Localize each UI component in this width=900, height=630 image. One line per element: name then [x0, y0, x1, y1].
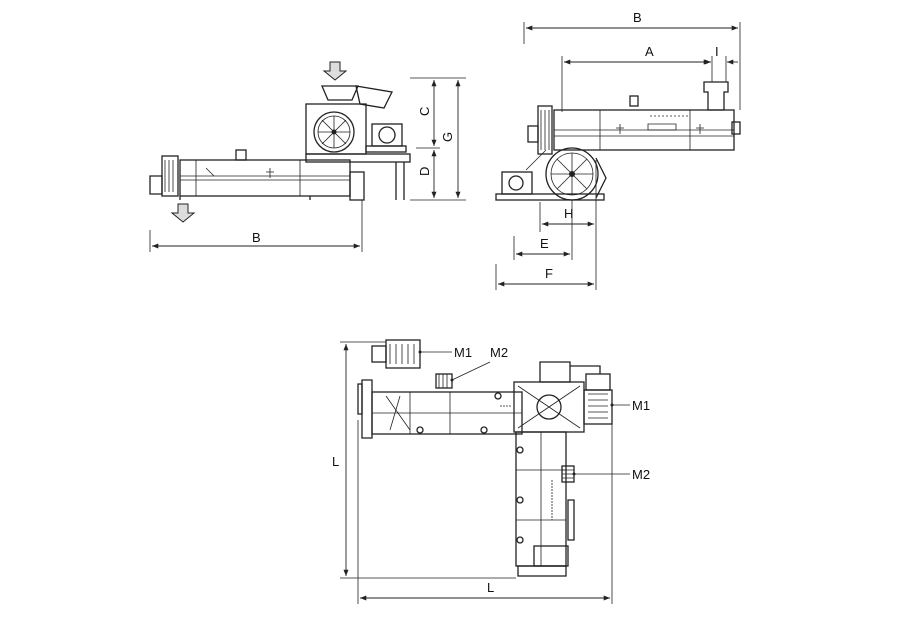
dim-label-d: D — [417, 167, 432, 176]
plan-view — [357, 339, 613, 577]
label-m1-right: M1 — [632, 398, 650, 413]
dim-label-b-side: B — [252, 230, 261, 245]
outlet-arrow-icon — [170, 203, 196, 223]
dim-label-e: E — [540, 236, 549, 251]
side-dimensions: B C D G — [149, 77, 466, 252]
end-dimensions: B A I H E F — [495, 10, 741, 290]
plan-dimensions: M1 M2 M1 M2 L L — [332, 341, 650, 604]
dim-label-i: I — [715, 44, 719, 59]
dim-label-b-end: B — [633, 10, 642, 25]
dim-label-c: C — [417, 107, 432, 116]
label-m2-top: M2 — [490, 345, 508, 360]
dim-label-f: F — [545, 266, 553, 281]
label-m2-right: M2 — [632, 467, 650, 482]
dim-label-a: A — [645, 44, 654, 59]
label-m1-top: M1 — [454, 345, 472, 360]
dim-label-l-horizontal: L — [487, 580, 494, 595]
side-view — [149, 61, 411, 223]
dim-label-h: H — [564, 206, 573, 221]
dim-label-l-vertical: L — [332, 454, 339, 469]
end-view — [495, 81, 741, 201]
inlet-arrow-icon — [322, 61, 348, 81]
dim-label-g: G — [440, 132, 455, 142]
